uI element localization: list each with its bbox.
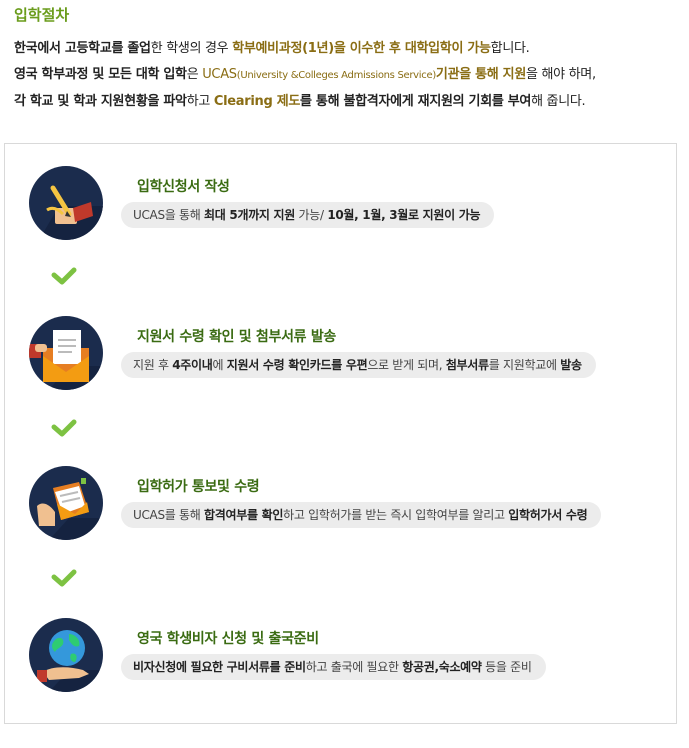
text-segment: 에 <box>212 358 227 372</box>
text-segment: 각 학교 및 학과 지원현황을 파악 <box>14 94 187 109</box>
text-segment: 최대 5개까지 지원 <box>204 208 296 222</box>
text-segment: 4주이내 <box>172 358 213 372</box>
text-segment: UCAS를 통해 <box>133 508 205 522</box>
text-segment: 한국에서 고등학교를 졸업 <box>14 41 151 56</box>
check-icon <box>51 419 77 437</box>
text-segment: 발송 <box>560 358 582 372</box>
check-icon <box>51 267 77 285</box>
text-segment: 하고 출국에 필요한 <box>305 660 403 674</box>
text-segment: UCAS <box>202 67 237 82</box>
text-segment: 학부예비과정(1년)을 이수한 후 대학입학이 가능 <box>232 41 491 56</box>
text-segment: 입학허가서 수령 <box>508 508 588 522</box>
text-segment: 기관을 통해 지원 <box>435 67 526 82</box>
step-1-title: 입학신청서 작성 <box>137 179 230 195</box>
hand-letter-icon <box>29 466 103 540</box>
step-3-description: UCAS를 통해 합격여부를 확인하고 입학허가를 받는 즉시 입학여부를 알리… <box>121 502 602 528</box>
text-segment: 를 지원학교에 <box>488 358 561 372</box>
intro-line-2: 영국 학부과정 및 모든 대학 입학은 UCAS(University &Col… <box>14 62 682 89</box>
text-segment: 10월, 1월, 3월로 지원이 가능 <box>327 208 481 222</box>
step-3: 입학허가 통보및 수령 UCAS를 통해 합격여부를 확인하고 입학허가를 받는… <box>5 466 676 546</box>
step-2-title: 지원서 수령 확인 및 첨부서류 발송 <box>137 329 336 345</box>
step-2-description: 지원 후 4주이내에 지원서 수령 확인카드를 우편으로 받게 되며, 첨부서류… <box>121 352 596 378</box>
procedure-box: 입학신청서 작성 UCAS을 통해 최대 5개까지 지원 가능/ 10월, 1월… <box>4 143 677 724</box>
pen-writing-icon <box>29 166 103 240</box>
check-icon <box>51 569 77 587</box>
intro-line-1: 한국에서 고등학교를 졸업한 학생의 경우 학부예비과정(1년)을 이수한 후 … <box>14 36 682 62</box>
text-segment: 영국 학부과정 및 모든 대학 입학 <box>14 67 187 82</box>
intro-line-3: 각 학교 및 학과 지원현황을 파악하고 Clearing 제도를 통해 불합격… <box>14 89 682 115</box>
text-segment: 하고 입학허가를 받는 즉시 입학여부를 알리고 <box>283 508 509 522</box>
text-segment: 지원 후 <box>133 358 173 372</box>
intro-text: 한국에서 고등학교를 졸업한 학생의 경우 학부예비과정(1년)을 이수한 후 … <box>14 36 682 115</box>
step-4-description: 비자신청에 필요한 구비서류를 준비하고 출국에 필요한 항공권,숙소예약 등을… <box>121 654 546 680</box>
text-segment: 하고 <box>186 94 214 109</box>
text-segment: 비자신청에 필요한 구비서류를 준비 <box>133 660 306 674</box>
text-segment: Clearing 제도 <box>213 94 301 109</box>
text-segment: 으로 받게 되며, <box>367 358 446 372</box>
text-segment: 합격여부를 확인 <box>204 508 284 522</box>
text-segment: 가능/ <box>295 208 328 222</box>
text-segment: 은 <box>186 67 203 82</box>
envelope-document-icon <box>29 316 103 390</box>
text-segment: 를 통해 불합격자에게 재지원의 기회를 부여 <box>300 94 532 109</box>
text-segment: 등을 준비 <box>481 660 532 674</box>
text-segment: 을 해야 하며, <box>526 67 596 82</box>
step-3-title: 입학허가 통보및 수령 <box>137 479 260 495</box>
text-segment: 한 학생의 경우 <box>150 41 233 56</box>
text-segment: 합니다. <box>490 41 530 56</box>
text-segment: UCAS을 통해 <box>133 208 205 222</box>
section-title: 입학절차 <box>14 6 70 24</box>
step-1-description: UCAS을 통해 최대 5개까지 지원 가능/ 10월, 1월, 3월로 지원이… <box>121 202 495 228</box>
text-segment: 해 줍니다. <box>531 94 586 109</box>
step-4: 영국 학생비자 신청 및 출국준비 비자신청에 필요한 구비서류를 준비하고 출… <box>5 618 676 698</box>
text-segment: 지원서 수령 확인카드를 우편 <box>226 358 368 372</box>
step-4-title: 영국 학생비자 신청 및 출국준비 <box>137 631 319 647</box>
globe-hand-icon <box>29 618 103 692</box>
step-1: 입학신청서 작성 UCAS을 통해 최대 5개까지 지원 가능/ 10월, 1월… <box>5 166 676 246</box>
text-segment: 항공권,숙소예약 <box>402 660 482 674</box>
text-segment: 첨부서류 <box>445 358 489 372</box>
step-2: 지원서 수령 확인 및 첨부서류 발송 지원 후 4주이내에 지원서 수령 확인… <box>5 316 676 396</box>
text-segment: (University &Colleges Admissions Service… <box>236 70 436 81</box>
